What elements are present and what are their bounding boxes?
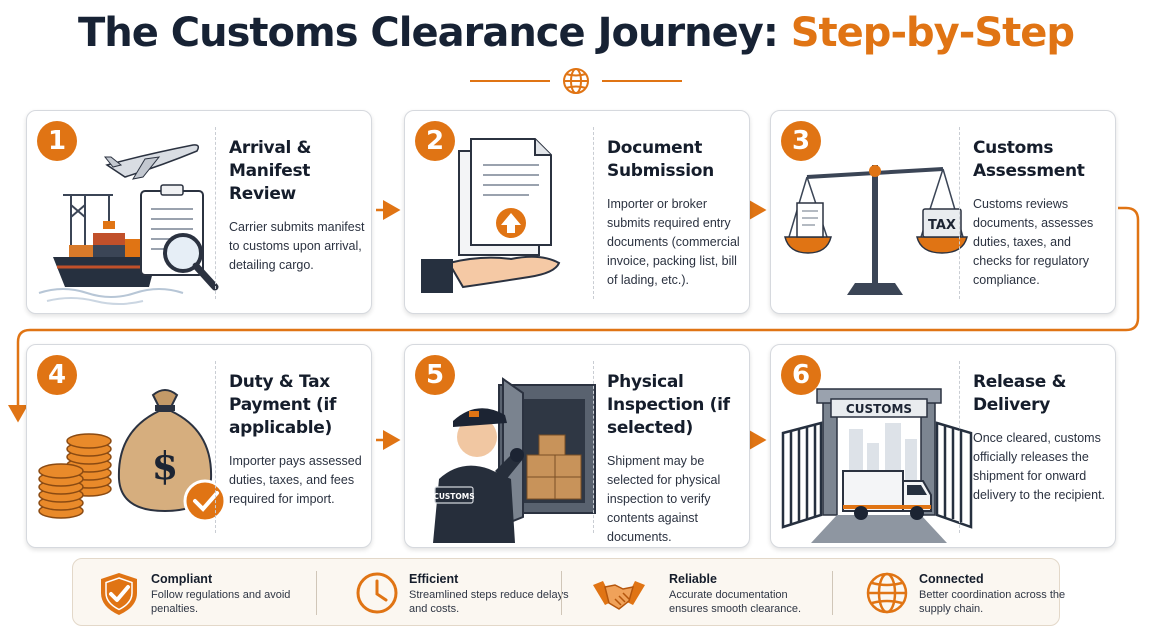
card-divider: [593, 361, 594, 533]
card-divider: [959, 361, 960, 533]
step-number-badge: 1: [37, 121, 77, 161]
step-card-1: 1 Arrival & Manifest Review Carrier subm…: [26, 110, 372, 314]
containers-icon: [69, 233, 151, 257]
physical-inspection-illustration: CUSTOMS: [433, 377, 596, 543]
title-divider: [470, 68, 682, 94]
benefit-description: Streamlined steps reduce delays and cost…: [409, 589, 569, 615]
hand-icon: [421, 255, 561, 293]
document-submission-illustration: [421, 138, 561, 293]
page-title: The Customs Clearance Journey: Step-by-S…: [0, 10, 1152, 56]
step-number-badge: 2: [415, 121, 455, 161]
benefit-description: Better coordination across the supply ch…: [919, 589, 1066, 615]
step-number-badge: 6: [781, 355, 821, 395]
road-icon: [811, 515, 947, 543]
benefit-divider: [561, 571, 562, 615]
step-title: Physical Inspection (if selected): [607, 372, 730, 438]
clock-icon: [356, 572, 398, 614]
step-description: Customs reviews documents, assesses duti…: [973, 197, 1094, 287]
step-description: Once cleared, customs officially release…: [973, 431, 1106, 502]
shield-check-icon: [101, 573, 137, 615]
benefit-description: Accurate documentation ensures smooth cl…: [669, 589, 802, 615]
step-card-2: 2 Document Submission Importer or broker…: [404, 110, 750, 314]
customs-sign-label: CUSTOMS: [846, 402, 912, 416]
money-bag-icon: [117, 389, 213, 513]
step-description: Carrier submits manifest to customs upon…: [229, 220, 365, 272]
step-card-6: CUSTOMS 6 Release & Delivery Once cleare…: [770, 344, 1116, 548]
customs-officer-icon: [433, 408, 524, 543]
title-main: The Customs Clearance Journey:: [77, 10, 791, 56]
customs-patch-label: CUSTOMS: [433, 492, 474, 501]
card-divider: [215, 361, 216, 533]
tax-label: TAX: [928, 218, 956, 233]
benefit-divider: [316, 571, 317, 615]
magnifier-icon: [163, 233, 219, 291]
delivery-truck-icon: [842, 470, 932, 520]
benefit-title: Connected: [919, 572, 984, 586]
benefit-title: Compliant: [151, 572, 213, 586]
coins-icon: [38, 433, 112, 519]
card-divider: [215, 127, 216, 299]
step-title: Customs Assessment: [973, 138, 1085, 181]
ship-manifest-illustration: [38, 144, 219, 305]
release-delivery-illustration: CUSTOMS: [781, 388, 973, 543]
step-title: Arrival & Manifest Review: [229, 138, 312, 204]
upload-icon: [496, 208, 526, 238]
step-number-badge: 4: [37, 355, 77, 395]
step-card-4: $ 4 Duty & Tax Payment (if applicable) I…: [26, 344, 372, 548]
step-description: Importer pays assessed duties, taxes, an…: [229, 454, 362, 506]
card-divider: [593, 127, 594, 299]
step-number-badge: 5: [415, 355, 455, 395]
step-card-5: CUSTOMS 5 Physical Inspection (if select…: [404, 344, 750, 548]
documents-icon: [458, 138, 552, 256]
step-card-3: TAX 3 Customs Assessment Customs reviews…: [770, 110, 1116, 314]
balance-scale-icon: [784, 165, 968, 295]
benefit-title: Efficient: [409, 572, 459, 586]
benefit-title: Reliable: [669, 572, 717, 586]
duty-payment-illustration: $: [38, 389, 227, 523]
dollar-label: $: [152, 443, 178, 488]
benefit-description: Follow regulations and avoid penalties.: [151, 589, 291, 615]
step-description: Importer or broker submits required entr…: [607, 197, 740, 287]
benefits-bar: Compliant Follow regulations and avoid p…: [72, 558, 1065, 626]
title-accent: Step-by-Step: [790, 10, 1075, 56]
step-title: Duty & Tax Payment (if applicable): [229, 372, 337, 438]
step-number-badge: 3: [781, 121, 821, 161]
step-title: Document Submission: [607, 138, 714, 181]
benefit-divider: [832, 571, 833, 615]
globe-icon: [563, 68, 589, 94]
card-divider: [959, 127, 960, 299]
scale-assessment-illustration: TAX: [784, 165, 968, 295]
globe-icon: [866, 572, 908, 614]
step-description: Shipment may be selected for physical in…: [607, 454, 721, 544]
checkmark-icon: [183, 479, 227, 523]
handshake-icon: [593, 581, 645, 610]
airplane-icon: [103, 144, 200, 180]
cargo-ship-icon: [38, 257, 184, 305]
step-title: Release & Delivery: [973, 372, 1067, 415]
